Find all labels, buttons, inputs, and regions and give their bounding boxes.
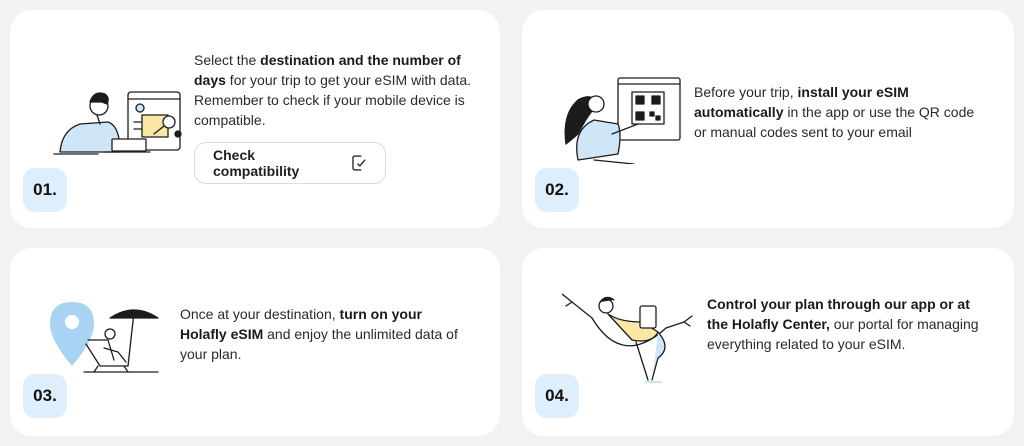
step-card-1: Select the destination and the number of… (10, 10, 500, 228)
check-compatibility-label: Check compatibility (213, 147, 300, 179)
phone-check-icon (352, 155, 366, 171)
check-compatibility-button[interactable]: Check compatibility (194, 142, 386, 184)
step-card-2: Before your trip, install your eSIM auto… (522, 10, 1014, 228)
step-2-description: Before your trip, install your eSIM auto… (694, 84, 975, 140)
step-1-description: Select the destination and the number of… (194, 52, 472, 128)
step-card-3: Once at your destination, turn on your H… (10, 248, 500, 436)
step-card-4: Control your plan through our app or at … (522, 248, 1014, 436)
beach-location-icon (50, 302, 159, 373)
person-hammock-icon (562, 293, 693, 383)
step-number-badge: 02. (535, 168, 579, 212)
person-laptop-icon (53, 91, 182, 155)
step-number-badge: 04. (535, 374, 579, 418)
step-number-badge: 01. (23, 168, 67, 212)
person-qr-code-icon (564, 77, 681, 164)
step-number-badge: 03. (23, 374, 67, 418)
step-4-description: Control your plan through our app or at … (707, 296, 979, 352)
step-3-description: Once at your destination, turn on your H… (180, 306, 458, 362)
